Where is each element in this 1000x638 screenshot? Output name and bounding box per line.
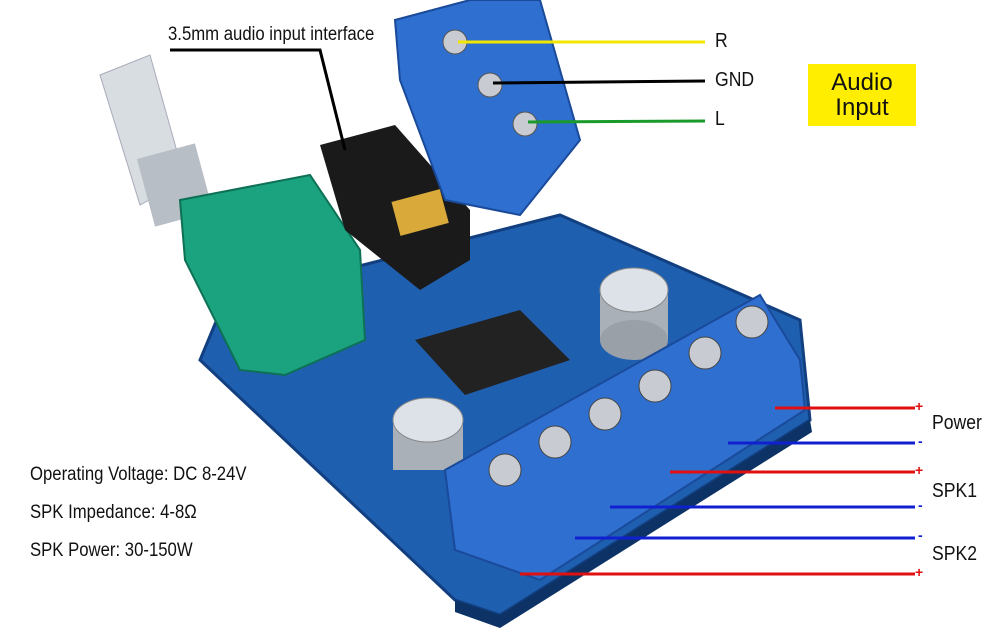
capacitor (599, 267, 669, 360)
terminal-screws (488, 305, 769, 487)
spec-power: SPK Power: 30-150W (30, 540, 193, 561)
wire-gnd (492, 79, 706, 85)
spk1-minus-sign: - (918, 497, 923, 513)
wire-l (527, 119, 706, 124)
input-terminal-block (393, 0, 582, 217)
spec-voltage: Operating Voltage: DC 8-24V (30, 464, 247, 485)
power-minus-sign: - (918, 433, 923, 449)
spk1-label: SPK1 (932, 480, 978, 502)
amplifier-chip (415, 310, 570, 395)
l-label: L (715, 108, 725, 130)
power-plus-sign: + (915, 398, 924, 414)
output-terminal-block (443, 293, 807, 582)
r-label: R (715, 30, 728, 52)
spk2-plus-sign: + (915, 564, 924, 580)
potentiometer (178, 173, 367, 377)
spec-impedance: SPK Impedance: 4-8Ω (30, 502, 197, 523)
audio-input-badge: Audio Input (808, 64, 916, 126)
spk2-minus-sign: - (918, 527, 923, 543)
spk2-label: SPK2 (932, 543, 978, 565)
jack-leader-line (170, 48, 347, 151)
gnd-label: GND (715, 69, 755, 91)
power-label: Power (932, 412, 982, 434)
capacitor (392, 397, 464, 470)
spk1-plus-sign: + (915, 462, 924, 478)
jack-label: 3.5mm audio input interface (168, 24, 375, 45)
jack-contact (391, 189, 449, 236)
